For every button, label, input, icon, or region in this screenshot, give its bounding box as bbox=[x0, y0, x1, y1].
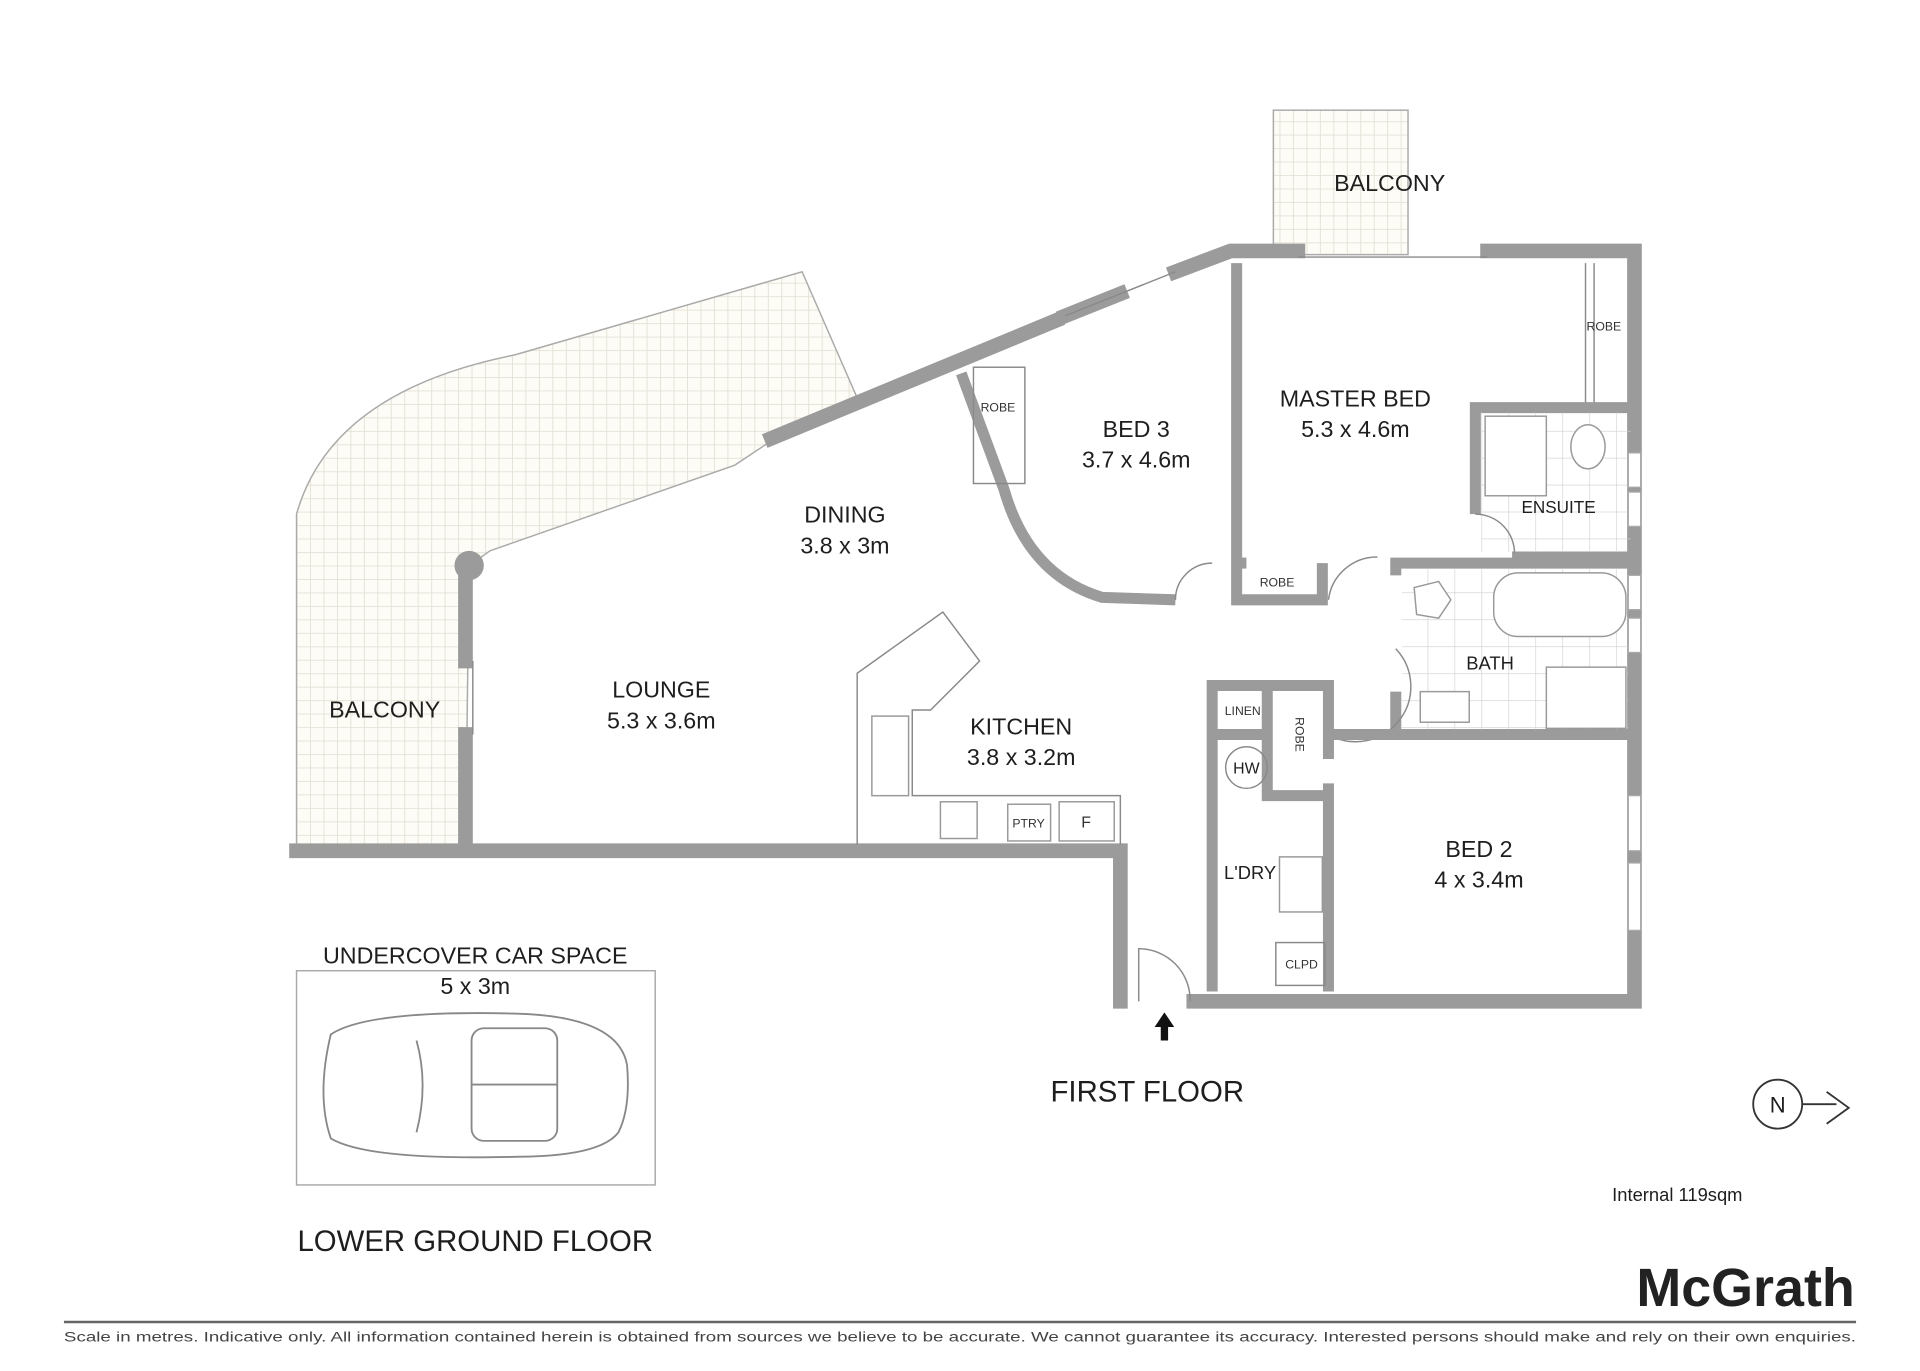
north-compass-icon: N bbox=[1752, 1078, 1851, 1130]
pantry-label: PTRY bbox=[1012, 816, 1044, 830]
bed3-label: BED 3 bbox=[1103, 416, 1170, 442]
lounge-label: LOUNGE bbox=[612, 677, 710, 703]
car-space-size: 5 x 3m bbox=[440, 973, 510, 999]
robe-bed3-label: ROBE bbox=[981, 400, 1016, 414]
car-space: UNDERCOVER CAR SPACE 5 x 3m bbox=[295, 942, 656, 1186]
lower-ground-floor-title: LOWER GROUND FLOOR bbox=[297, 1225, 653, 1258]
balcony-top-label: BALCONY bbox=[1334, 170, 1445, 196]
laundry-label: L'DRY bbox=[1224, 862, 1276, 883]
balcony-left-label: BALCONY bbox=[329, 696, 440, 722]
kitchen-label: KITCHEN bbox=[970, 713, 1072, 739]
robe-hall-label: ROBE bbox=[1260, 575, 1295, 589]
first-floor-title: FIRST FLOOR bbox=[1050, 1076, 1244, 1109]
balcony-top: BALCONY bbox=[1272, 109, 1445, 256]
fridge-label: F bbox=[1081, 814, 1091, 831]
master-bed-size: 5.3 x 4.6m bbox=[1301, 416, 1410, 442]
linen-label: LINEN bbox=[1225, 704, 1261, 718]
robe-bed2-label: ROBE bbox=[1292, 717, 1306, 752]
dining-size: 3.8 x 3m bbox=[800, 532, 889, 558]
ensuite-label: ENSUITE bbox=[1521, 497, 1595, 517]
car-icon bbox=[322, 1012, 629, 1159]
entry-arrow-icon bbox=[1154, 1012, 1175, 1041]
cupboard-label: CLPD bbox=[1285, 957, 1318, 971]
balcony-left: BALCONY bbox=[295, 270, 859, 846]
room-labels: MASTER BED 5.3 x 4.6m BED 3 3.7 x 4.6m D… bbox=[607, 385, 1524, 892]
bed2-size: 4 x 3.4m bbox=[1434, 866, 1523, 892]
internal-area: Internal 119sqm bbox=[1612, 1184, 1742, 1205]
bed3-size: 3.7 x 4.6m bbox=[1082, 447, 1191, 473]
dining-label: DINING bbox=[804, 502, 885, 528]
disclaimer: Scale in metres. Indicative only. All in… bbox=[64, 1330, 1856, 1345]
compass-label: N bbox=[1770, 1093, 1786, 1118]
walls: ROBE ROBE ROBE ENSUITE BATH LINEN RO bbox=[289, 243, 1642, 1009]
car-space-label: UNDERCOVER CAR SPACE bbox=[323, 942, 627, 968]
master-bed-label: MASTER BED bbox=[1280, 385, 1431, 411]
robe-master-label: ROBE bbox=[1587, 320, 1622, 334]
bed2-label: BED 2 bbox=[1445, 836, 1512, 862]
kitchen-size: 3.8 x 3.2m bbox=[967, 744, 1076, 770]
mcgrath-logo: McGrath bbox=[1636, 1258, 1854, 1318]
bath-label: BATH bbox=[1466, 653, 1514, 674]
hw-label: HW bbox=[1233, 761, 1260, 778]
lounge-size: 5.3 x 3.6m bbox=[607, 707, 716, 733]
